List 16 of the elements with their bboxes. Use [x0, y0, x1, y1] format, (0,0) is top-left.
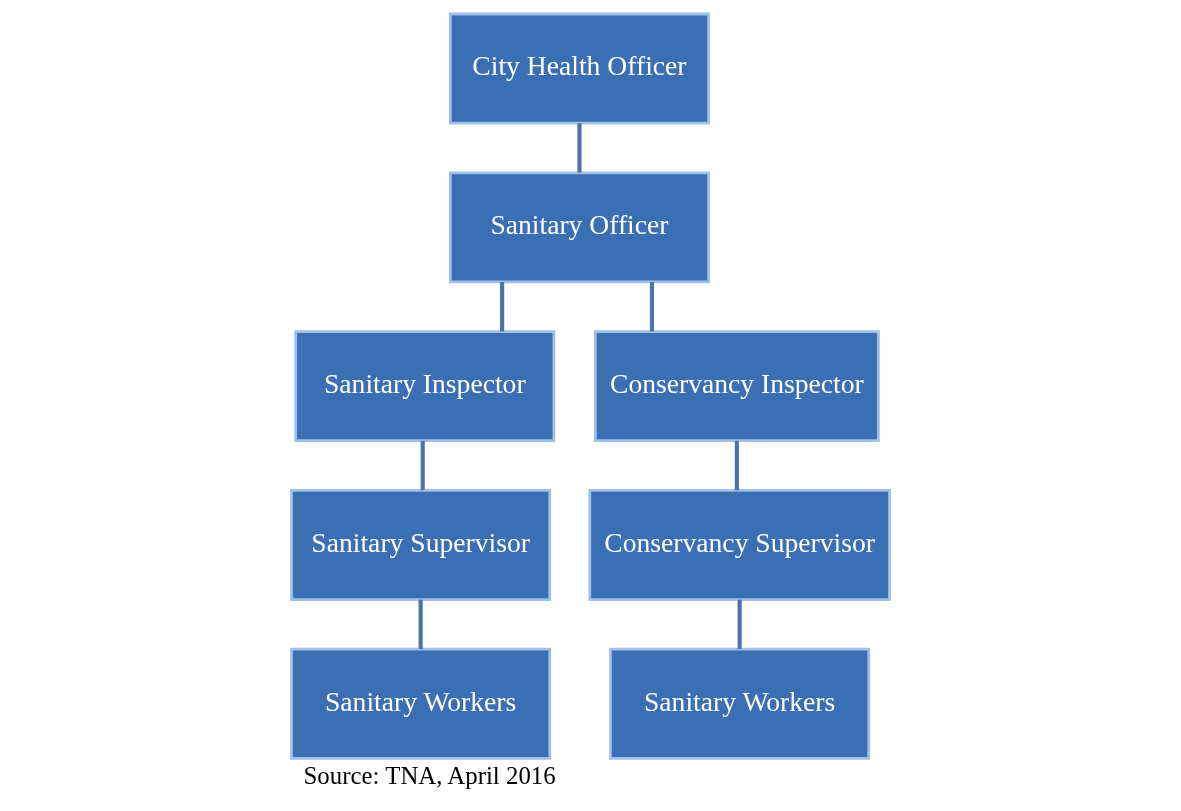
connector	[649, 282, 655, 332]
node-box: Sanitary Workers	[609, 647, 871, 760]
connector	[500, 282, 505, 332]
node-box: Sanitary Officer	[448, 171, 710, 284]
node-box: Conservancy Supervisor	[588, 489, 891, 601]
connector	[420, 440, 425, 491]
node-box: Sanitary Inspector	[294, 330, 556, 443]
connector	[734, 440, 739, 491]
node-box: Sanitary Workers	[290, 647, 552, 760]
connector	[577, 123, 582, 173]
node-box: City Health Officer	[448, 12, 710, 125]
caption: Source: TNA, April 2016	[303, 761, 556, 789]
node-box: Sanitary Supervisor	[290, 489, 552, 601]
connector	[737, 599, 742, 650]
node-box: Conservancy Inspector	[593, 330, 880, 443]
connector	[418, 599, 423, 650]
